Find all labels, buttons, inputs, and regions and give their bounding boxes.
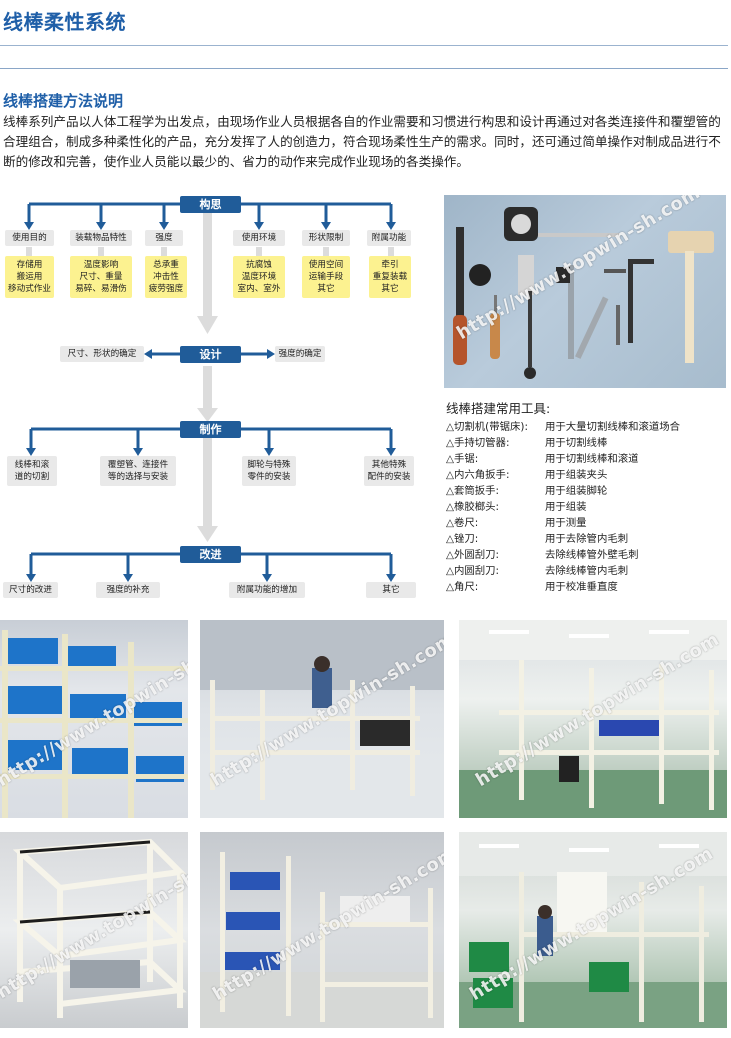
concept-detail-note: 牵引重复装载其它 [369,256,411,298]
tools-title: 线棒搭建常用工具: [446,401,551,416]
tool-item: △卷尺: 用于测量 [446,515,680,531]
concept-detail-note: 存储用搬运用移动式作业 [5,256,54,298]
concept-detail-note: 使用空间运输手段其它 [302,256,350,298]
tool-use: 用于校准垂直度 [545,581,618,593]
photo-bin-shelf-carts: http://www.topwin-sh.com [200,832,444,1028]
photo-workshop-racks: http://www.topwin-sh.com [459,832,727,1028]
stage-improve: 改进 [180,546,241,563]
improve-item: 强度的补充 [96,582,160,598]
tool-use: 用于切割线棒和滚道 [545,453,639,465]
tool-name: △套筒扳手: [446,485,500,497]
tool-name: △锉刀: [446,533,479,545]
concept-label: 装载物品特性 [70,230,132,246]
tool-use: 用于组装 [545,501,587,513]
design-strength: 强度的确定 [275,346,325,362]
concept-detail-note: 总承重冲击性疲劳强度 [145,256,187,298]
tool-item: △套筒扳手: 用于组装脚轮 [446,483,680,499]
tool-name: △内圆刮刀: [446,565,500,577]
tool-name: △手持切管器: [446,437,510,449]
make-step-note: 覆塑管、连接件等的选择与安装 [100,456,176,486]
concept-detail-note: 抗腐蚀温度环境室内、室外 [233,256,285,298]
tool-name: △卷尺: [446,517,479,529]
tool-name: △手锯: [446,453,479,465]
flowchart-connectors [24,202,396,582]
tools-photo: http://www.topwin-sh.com [444,195,726,388]
tool-use: 用于组装脚轮 [545,485,608,497]
make-step-note: 脚轮与特殊零件的安装 [242,456,296,486]
tool-name: △切割机(带锯床): [446,421,528,433]
tool-item: △切割机(带锯床): 用于大量切割线棒和滚道场合 [446,419,680,435]
stage-concept: 构思 [180,196,241,213]
tool-use: 用于组装夹头 [545,469,608,481]
improve-item: 附属功能的增加 [229,582,305,598]
improve-item: 尺寸的改进 [3,582,58,598]
concept-detail-note: 温度影响尺寸、重量易碎、易滑伤 [70,256,132,298]
page-title: 线棒柔性系统 [3,10,126,34]
improve-item: 其它 [366,582,416,598]
tool-use: 用于测量 [545,517,587,529]
concept-label: 使用目的 [5,230,54,246]
tool-item: △外圆刮刀: 去除线棒管外壁毛刺 [446,547,680,563]
concept-label: 使用环境 [233,230,285,246]
concept-label: 强度 [145,230,183,246]
tool-use: 用于切割线棒 [545,437,608,449]
tool-item: △内六角扳手: 用于组装夹头 [446,467,680,483]
tools-illustration [453,207,714,379]
intro-paragraph: 线棒系列产品以人体工程学为出发点，由现场作业人员根据各自的作业需要和习惯进行构思… [3,114,721,169]
tool-name: △内六角扳手: [446,469,510,481]
tool-item: △锉刀: 用于去除管内毛刺 [446,531,680,547]
photo-assembly-workstation: http://www.topwin-sh.com [200,620,444,818]
tool-name: △角尺: [446,581,479,593]
tool-use: 去除线棒管内毛刺 [545,565,629,577]
title-divider [0,45,728,46]
build-method-flowchart: 构思 使用目的 装载物品特性 强度 使用环境 形状限制 附属功能 存储用搬运用移… [0,192,432,602]
tool-item: △手锯: 用于切割线棒和滚道 [446,451,680,467]
tool-use: 去除线棒管外壁毛刺 [545,549,639,561]
section-divider [0,68,728,69]
photo-blue-bin-racks: http://www.topwin-sh.com [0,620,188,818]
tool-use: 用于去除管内毛刺 [545,533,629,545]
tool-item: △手持切管器: 用于切割线棒 [446,435,680,451]
tool-list: △切割机(带锯床): 用于大量切割线棒和滚道场合 △手持切管器: 用于切割线棒 △手… [446,419,680,595]
photo-pipe-frame-cart: http://www.topwin-sh.com [0,832,188,1028]
tool-name: △外圆刮刀: [446,549,500,561]
make-step-note: 其他特殊配件的安装 [364,456,414,486]
photo-production-line: http://www.topwin-sh.com [459,620,727,818]
design-size-shape: 尺寸、形状的确定 [60,346,144,362]
stage-make: 制作 [180,421,241,438]
stage-design: 设计 [180,346,241,363]
make-step-note: 线棒和滚道的切割 [7,456,57,486]
tool-item: △内圆刮刀: 去除线棒管内毛刺 [446,563,680,579]
tool-item: △橡胶榔头: 用于组装 [446,499,680,515]
tool-name: △橡胶榔头: [446,501,500,513]
concept-label: 形状限制 [302,230,350,246]
concept-label: 附属功能 [367,230,411,246]
tool-use: 用于大量切割线棒和滚道场合 [545,421,681,433]
tool-item: △角尺: 用于校准垂直度 [446,579,680,595]
section-heading: 线棒搭建方法说明 [3,92,124,110]
